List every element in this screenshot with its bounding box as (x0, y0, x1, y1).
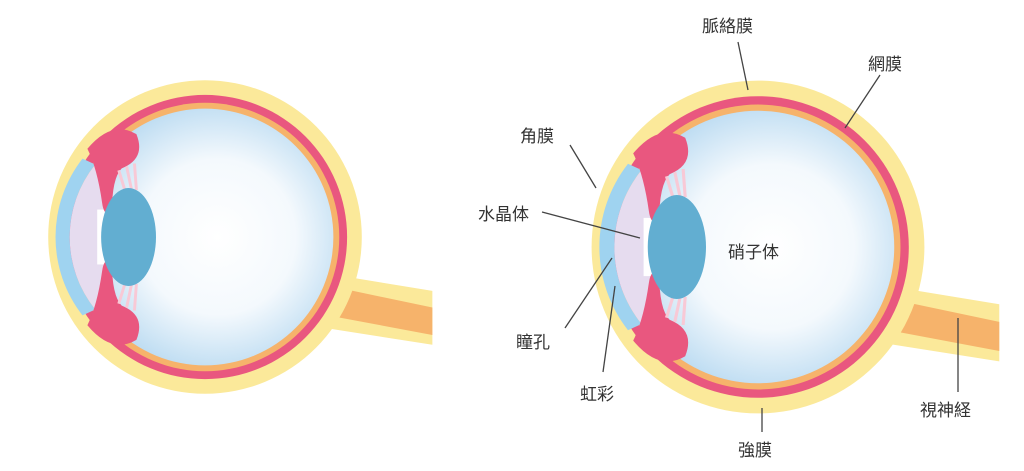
label-iris: 虹彩 (580, 385, 614, 405)
label-lens: 水晶体 (478, 205, 529, 225)
label-cornea: 角膜 (520, 127, 554, 147)
right-eye (590, 79, 1001, 415)
label-optic-nerve: 視神経 (920, 401, 971, 421)
label-pupil: 瞳孔 (516, 333, 550, 353)
label-retina: 網膜 (868, 55, 902, 75)
label-sclera: 強膜 (738, 441, 772, 461)
label-vitreous: 硝子体 (728, 243, 779, 263)
label-choroid: 脈絡膜 (702, 17, 753, 37)
left-eye (46, 78, 434, 396)
leader-lines (541, 41, 959, 432)
